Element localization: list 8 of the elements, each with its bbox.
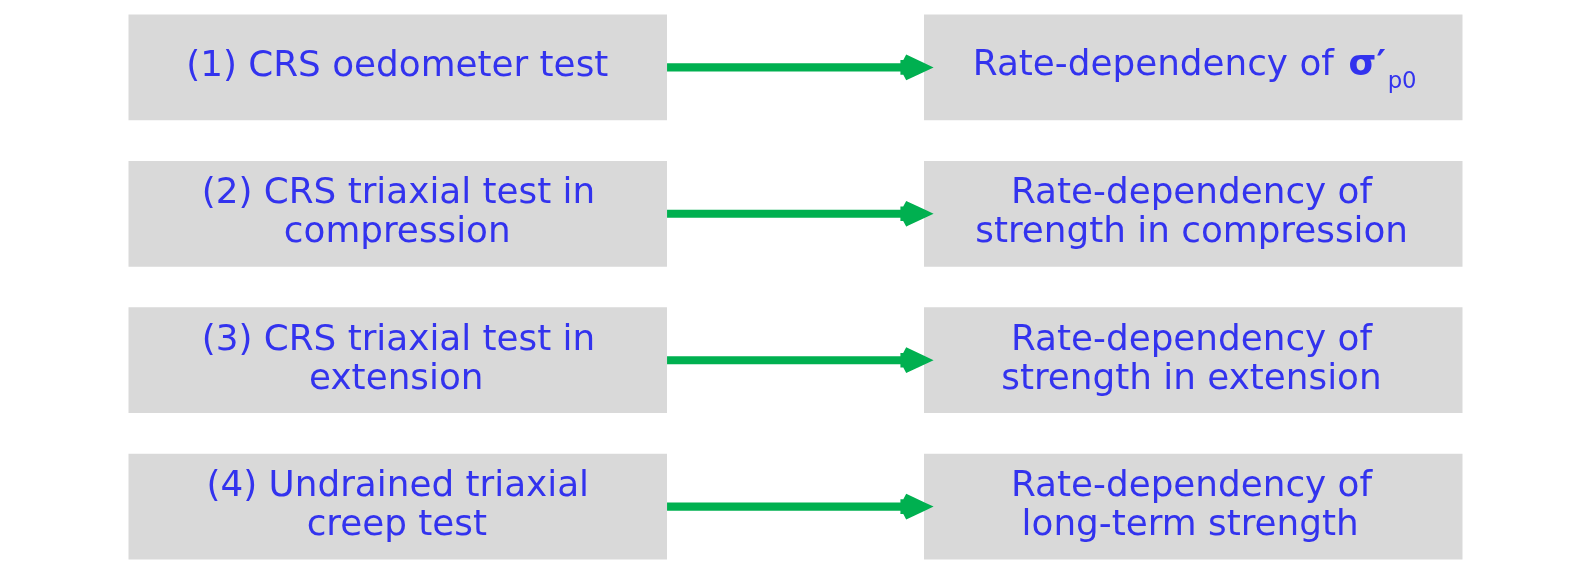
node-box: Rate-dependency of long-term strength — [924, 453, 1463, 560]
node-box: Rate-dependency of σ′$_{p0}$ — [924, 14, 1463, 121]
node-box: (3) CRS triaxial test in extension — [128, 307, 667, 414]
node-box: (1) CRS oedometer test — [128, 14, 667, 121]
node-box: (2) CRS triaxial test in compression — [128, 160, 667, 267]
node-box: Rate-dependency of strength in compression — [924, 160, 1463, 267]
node-box: Rate-dependency of strength in extension — [924, 307, 1463, 414]
node-box: (4) Undrained triaxial creep test — [128, 453, 667, 560]
